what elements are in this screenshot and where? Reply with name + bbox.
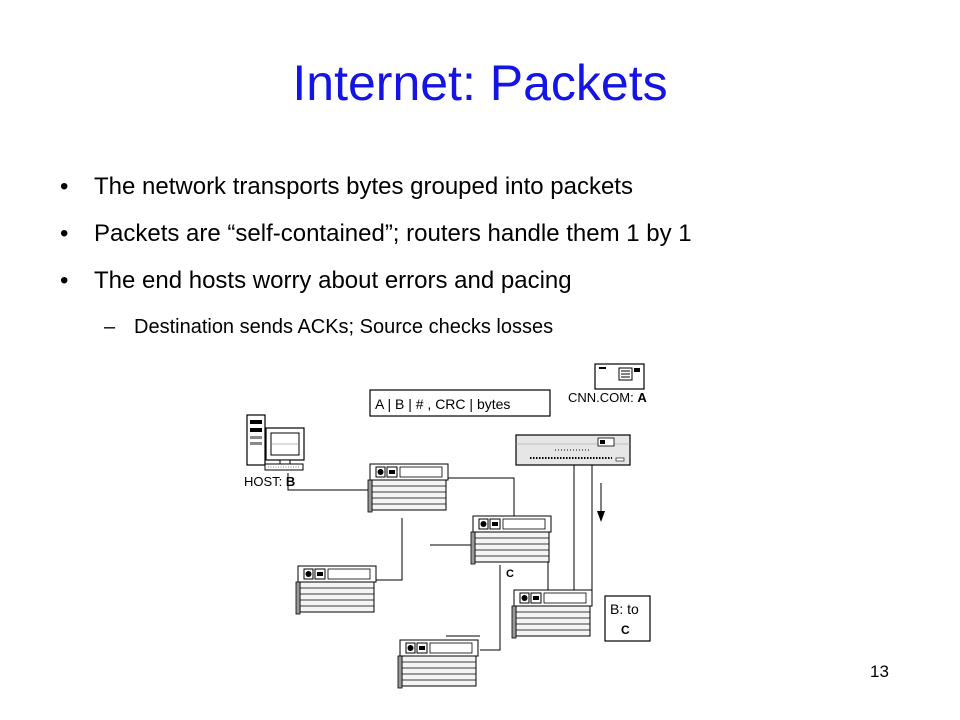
host-label: HOST: B (244, 474, 295, 489)
router-c-icon (470, 515, 552, 565)
server-icon (594, 363, 645, 390)
packet-box-line1: B: to (610, 601, 639, 617)
link-lines (287, 447, 593, 651)
router-c-label: C (506, 568, 514, 580)
bullet-item: • The end hosts worry about errors and pa… (60, 266, 692, 296)
bullet-text: Packets are “self-contained”; routers ha… (94, 220, 692, 247)
router-4-icon (511, 589, 593, 639)
bullet-dot: • (60, 173, 69, 200)
bullet-list: • The network transports bytes grouped in… (60, 172, 692, 313)
slide-title: Internet: Packets (292, 55, 668, 111)
packet-box-line2: C (621, 623, 630, 637)
sub-bullet: –Destination sends ACKs; Source checks l… (104, 316, 553, 339)
router-3-icon (295, 565, 377, 615)
bullet-text: The network transports bytes grouped int… (94, 173, 633, 200)
bullet-text: The end hosts worry about errors and pac… (94, 267, 572, 294)
packet-box (604, 595, 651, 642)
arrow-down-icon (597, 483, 605, 522)
host-computer-icon (246, 414, 305, 471)
sub-bullet-dash: – (104, 316, 116, 338)
router-5-icon (397, 639, 479, 689)
page-number: 13 (870, 662, 889, 681)
bullet-dot: • (60, 267, 69, 294)
sub-bullet-text: Destination sends ACKs; Source checks lo… (134, 316, 554, 338)
packet-format-label: A | B | # , CRC | bytes (375, 396, 510, 412)
bullet-item: • The network transports bytes grouped in… (60, 172, 692, 202)
router-1-icon (367, 463, 449, 513)
bullet-item: • Packets are “self-contained”; routers h… (60, 219, 692, 249)
bullet-dot: • (60, 220, 69, 247)
packet-format-box (369, 389, 551, 417)
switch-icon (515, 434, 631, 466)
server-label: CNN.COM: A (568, 390, 647, 405)
